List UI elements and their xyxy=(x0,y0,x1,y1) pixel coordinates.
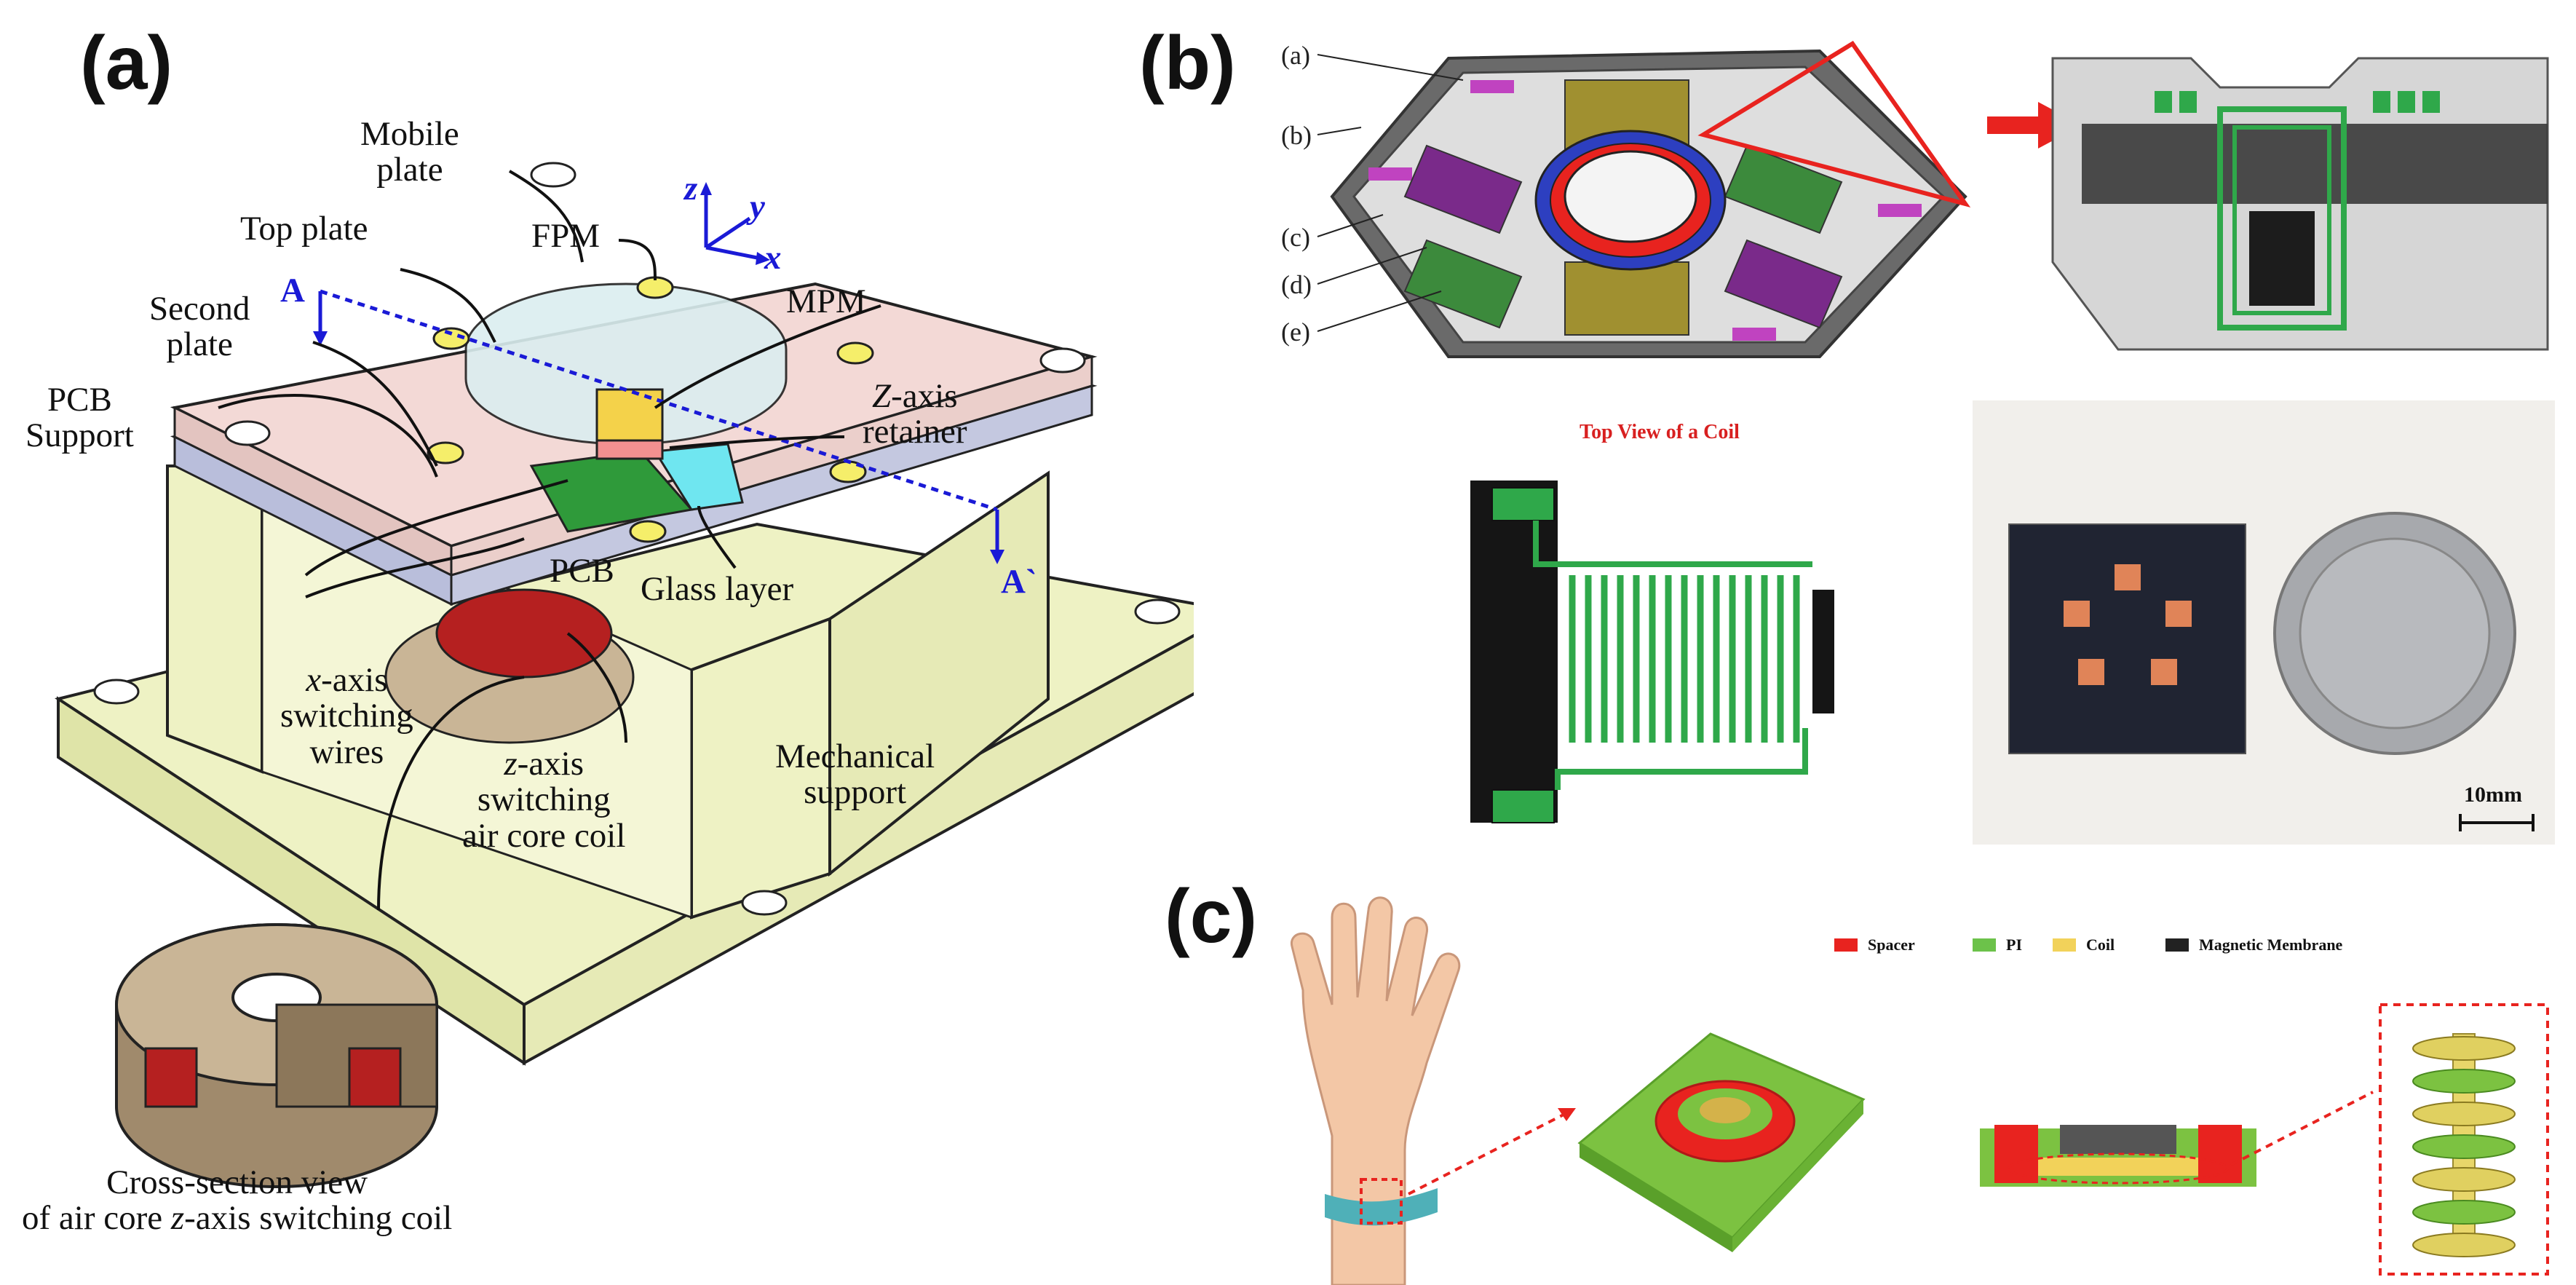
legend-coil-swatch xyxy=(2053,938,2076,952)
label-z-axis-coil: z-axis switching air core coil xyxy=(462,745,626,855)
callout-a: (a) xyxy=(1281,41,1310,70)
label-top-plate: Top plate xyxy=(240,210,368,248)
panel-letter-c: (c) xyxy=(1165,874,1258,959)
label-x-axis-wires: x-axis switching wires xyxy=(280,661,413,771)
callout-e: (e) xyxy=(1281,317,1310,347)
panel-letter-b: (b) xyxy=(1139,21,1236,106)
legend-magnetic-membrane-label: Magnetic Membrane xyxy=(2199,936,2343,954)
scale-bar-label: 10mm xyxy=(2464,783,2522,807)
callout-d: (d) xyxy=(1281,270,1312,299)
legend-magnetic-membrane-swatch xyxy=(2165,938,2189,952)
legend-coil: Coil xyxy=(2053,936,2115,954)
label-mpm: MPM xyxy=(786,282,866,320)
callout-c: (c) xyxy=(1281,223,1310,252)
legend-pi: PI xyxy=(1973,936,2022,954)
legend-spacer: Spacer xyxy=(1834,936,1915,954)
axis-label-y: y xyxy=(750,188,765,226)
label-pcb: PCB xyxy=(550,552,614,590)
label-cross-section: Cross-section view of air core z-axis sw… xyxy=(22,1163,453,1238)
label-fpm: FPM xyxy=(531,217,601,255)
legend-spacer-swatch xyxy=(1834,938,1858,952)
label-z-axis-retainer: Z-axis retainer xyxy=(863,377,967,451)
legend-magnetic-membrane: Magnetic Membrane xyxy=(2165,936,2342,954)
section-marker-a-prime: A` xyxy=(1001,563,1037,601)
legend-spacer-label: Spacer xyxy=(1868,936,1915,954)
panel-letter-a: (a) xyxy=(80,21,173,106)
legend-pi-label: PI xyxy=(2006,936,2022,954)
section-marker-a: A xyxy=(280,272,305,309)
label-glass-layer: Glass layer xyxy=(641,570,794,608)
legend-pi-swatch xyxy=(1973,938,1996,952)
legend-coil-label: Coil xyxy=(2086,936,2115,954)
coil-top-view-title: Top View of a Coil xyxy=(1580,421,1740,443)
axis-label-x: x xyxy=(764,239,782,277)
axis-label-z: z xyxy=(684,170,698,207)
panel-a-illustration xyxy=(55,162,1194,1188)
callout-b: (b) xyxy=(1281,121,1312,150)
